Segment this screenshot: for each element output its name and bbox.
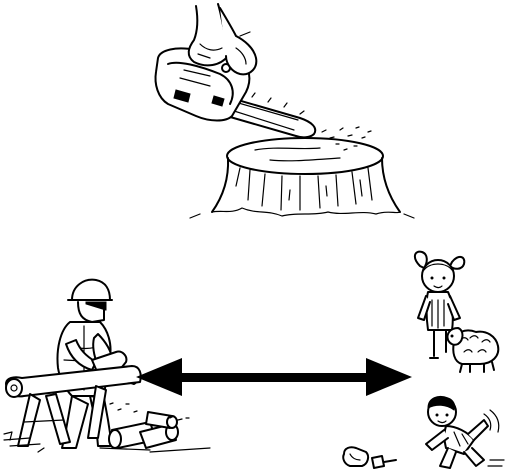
chainsaw bbox=[154, 47, 317, 139]
arrow-head-right bbox=[366, 358, 412, 396]
sawhorse bbox=[5, 365, 142, 447]
distance-arrow bbox=[136, 358, 412, 396]
cut-logs bbox=[108, 411, 179, 449]
wood-chips bbox=[321, 126, 372, 151]
gloved-hands bbox=[187, 3, 258, 76]
arrow-head-left bbox=[136, 358, 182, 396]
tree-stump bbox=[189, 137, 415, 219]
worker-cutting-logs bbox=[3, 278, 211, 453]
toy-bucket-and-shovel bbox=[342, 446, 397, 469]
hard-hat bbox=[71, 278, 111, 301]
chainsaw-cutting-stump bbox=[154, 3, 415, 219]
girl-with-dog bbox=[414, 250, 500, 373]
arrow-shaft bbox=[176, 373, 372, 382]
dog bbox=[446, 327, 500, 373]
running-boy bbox=[425, 395, 505, 469]
